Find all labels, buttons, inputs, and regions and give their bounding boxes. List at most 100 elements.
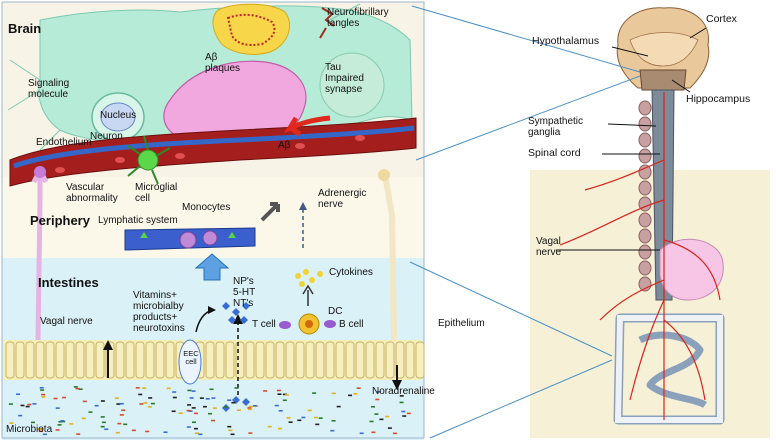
microbe	[336, 405, 341, 408]
microbe	[116, 403, 121, 405]
microbe	[392, 432, 397, 435]
epithelial-cell	[335, 341, 345, 379]
dendritic-cell	[298, 313, 320, 335]
label-b-cell: B cell	[339, 319, 364, 330]
microbe	[228, 429, 233, 432]
ganglion	[638, 164, 652, 180]
microbe	[42, 433, 47, 436]
ganglion	[638, 212, 652, 228]
microbe	[379, 418, 384, 421]
label-tau: Tau	[325, 62, 342, 73]
microbe	[123, 423, 128, 426]
microbe	[286, 417, 291, 419]
microbe	[199, 397, 204, 399]
microbe	[385, 415, 390, 418]
epithelial-cell	[135, 341, 145, 379]
microbe	[276, 389, 281, 392]
microbe	[32, 403, 37, 405]
epithelial-cell	[15, 341, 25, 379]
microbe	[88, 411, 93, 413]
microbe	[227, 399, 232, 401]
microbe	[39, 387, 44, 389]
microbe	[142, 387, 147, 389]
red-arrow	[284, 115, 331, 137]
t-cell-shape	[279, 321, 291, 329]
microbe	[121, 409, 126, 412]
microbe	[371, 405, 376, 408]
microbe	[171, 410, 176, 413]
microbe	[135, 387, 140, 389]
microbe	[348, 394, 353, 397]
label-nucleus: Nucleus	[100, 110, 137, 121]
gut-panel-background	[530, 170, 770, 438]
adrenergic-nerve-fiber	[378, 169, 397, 341]
microbe	[267, 425, 272, 428]
microbe	[55, 429, 60, 431]
microbe	[187, 404, 192, 406]
epithelial-cell	[295, 341, 305, 379]
microbe	[81, 417, 86, 420]
microbe	[172, 391, 177, 393]
microbe	[187, 389, 192, 392]
epithelial-cell	[95, 341, 105, 379]
label-vitamins-products: Vitamins+ microbialby products+ neurotox…	[133, 290, 185, 334]
vagal-nerve-fiber	[31, 166, 49, 341]
label-impaired-synapse: Impaired synapse	[325, 73, 364, 95]
microbe	[278, 409, 283, 412]
microbe	[330, 429, 335, 432]
microbe	[117, 422, 122, 425]
microbe	[163, 431, 168, 434]
microbe	[284, 394, 289, 396]
label-monocytes: Monocytes	[182, 202, 231, 213]
label-hypothalamus: Hypothalamus	[532, 35, 600, 47]
brain-coronal	[616, 7, 710, 91]
microbe	[100, 400, 105, 402]
vagal-nerve-branches	[559, 92, 721, 420]
microbe	[315, 423, 320, 426]
abeta-plaque	[212, 3, 290, 55]
epithelial-cell	[325, 341, 335, 379]
label-nps-5ht-nts: NP's 5-HT NT's	[233, 276, 256, 309]
label-abeta: Aβ	[278, 140, 291, 151]
microbe	[16, 393, 21, 396]
label-neurofibrillary-tangles: Neurofibrillary tangles	[327, 7, 389, 29]
epithelial-cell	[55, 341, 65, 379]
label-eec-cell: EEC cell	[183, 349, 199, 367]
microbe	[248, 405, 253, 408]
microbe	[331, 392, 336, 395]
microbe	[143, 402, 148, 404]
microbe	[209, 388, 214, 391]
epithelial-cell	[165, 341, 175, 379]
microbe	[371, 431, 376, 434]
microbe	[114, 397, 119, 399]
microbe	[104, 428, 109, 431]
eec-cell	[178, 339, 202, 385]
microbe	[38, 430, 43, 433]
microbe	[212, 407, 217, 409]
microbe	[115, 431, 120, 434]
ganglion	[638, 100, 652, 116]
microbe	[406, 412, 411, 415]
label-hippocampus: Hippocampus	[686, 93, 751, 105]
microbe	[198, 433, 203, 436]
microbe	[282, 393, 287, 396]
epithelial-cell	[355, 341, 365, 379]
epithelial-cell	[155, 341, 165, 379]
microbe	[191, 421, 196, 424]
label-vascular-abnormality: Vascular abnormality	[66, 182, 118, 204]
microbe	[60, 420, 65, 422]
microbe	[301, 416, 306, 419]
epithelial-cell	[365, 341, 375, 379]
microbe	[37, 428, 42, 430]
epithelial-cell	[245, 341, 255, 379]
blood-vessel	[9, 117, 417, 187]
epithelial-cell	[385, 341, 395, 379]
microbe	[138, 393, 143, 396]
microbe	[374, 413, 379, 415]
microbe	[100, 416, 105, 418]
microbe	[211, 397, 216, 399]
label-sympathetic-ganglia: Sympathetic ganglia	[528, 116, 584, 138]
epithelial-cell	[275, 341, 285, 379]
microbe	[53, 397, 58, 400]
epithelial-cell	[145, 341, 155, 379]
